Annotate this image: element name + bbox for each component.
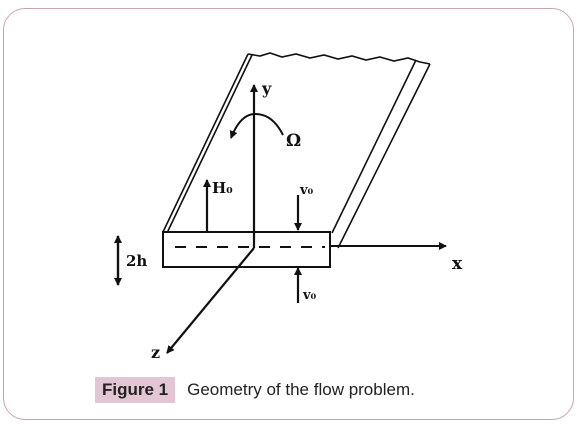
z-axis	[166, 247, 255, 354]
z-axis-label: z	[151, 343, 160, 362]
v0-top-label: v₀	[299, 183, 314, 198]
omega-label: Ω	[286, 131, 301, 151]
figure-tag: Figure 1	[95, 377, 176, 403]
y-axis-label: y	[261, 79, 272, 98]
figure-frame	[3, 8, 574, 420]
v0-bottom-label: v₀	[302, 288, 317, 303]
h0-label: H₀	[212, 179, 233, 197]
thickness-label: 2h	[126, 252, 147, 270]
figure-caption: Figure 1 Geometry of the flow problem.	[95, 376, 415, 404]
rotation-arrow	[229, 112, 284, 139]
caption-text: Geometry of the flow problem.	[187, 380, 415, 399]
channel-box	[162, 231, 331, 268]
plate	[162, 52, 431, 249]
x-axis-label: x	[452, 254, 463, 274]
